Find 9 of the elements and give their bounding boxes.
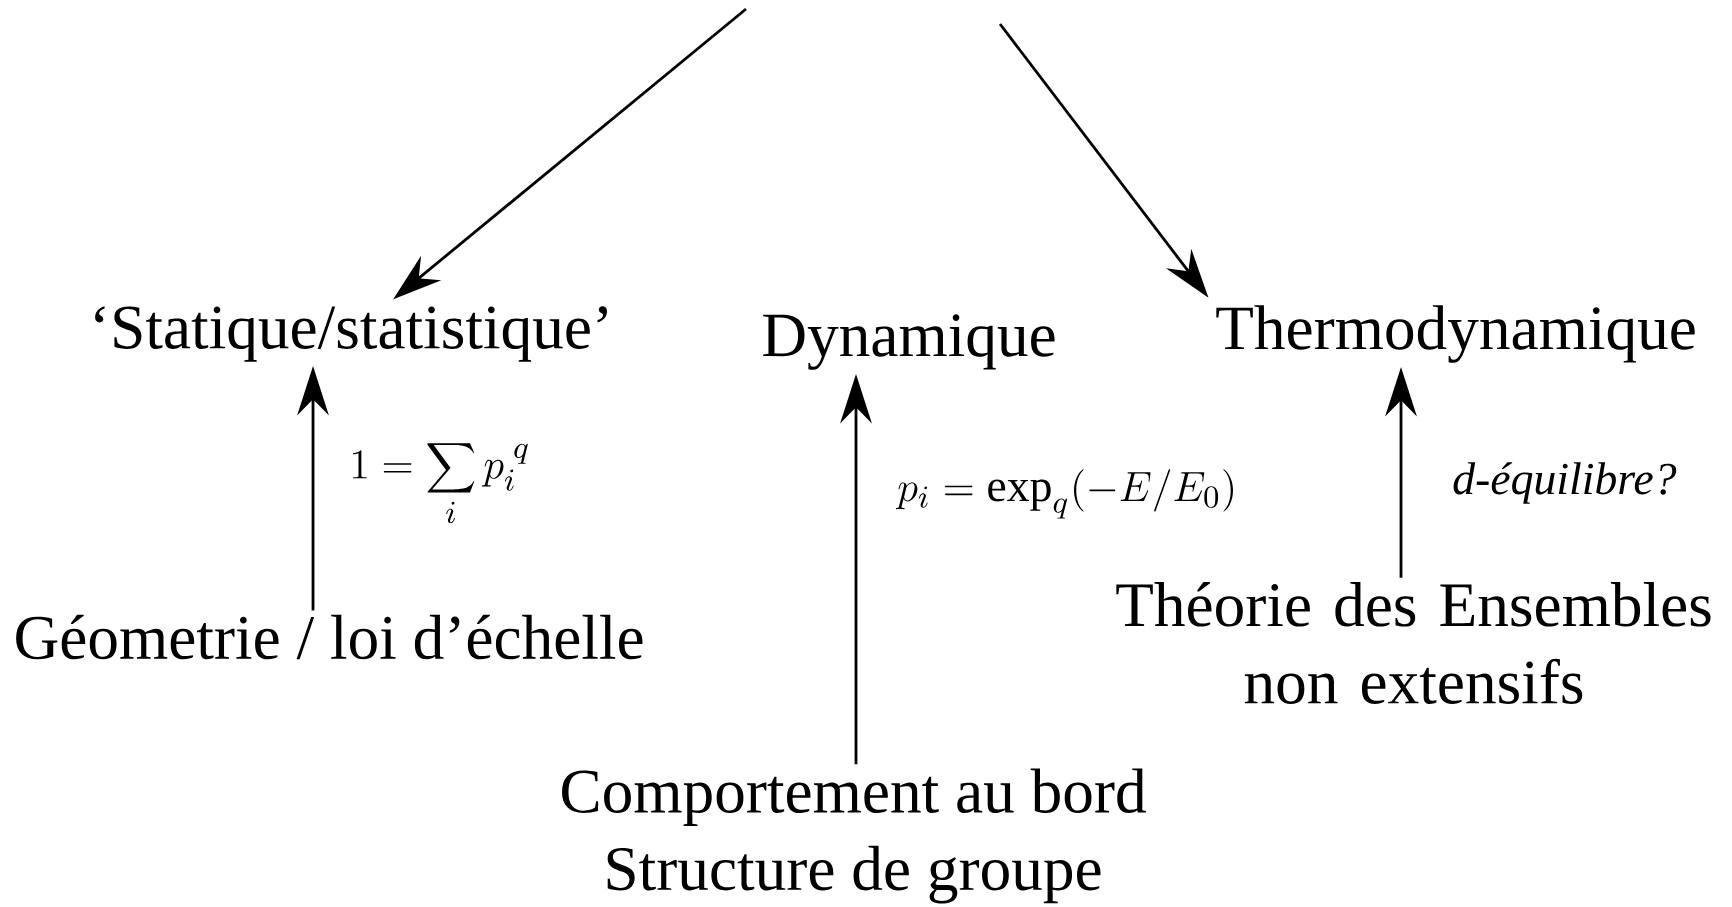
text-label: Comportement au bord Structure de groupe: [562, 768, 1146, 904]
edge-label: $1=\sum_{i} p_{i}^{\;q}$: [353, 443, 528, 524]
edge-label: $p_{i}=\exp_{q}(-E/E_{0})$: [895, 469, 1233, 519]
text-label: Géometrie / loi d’échelle: [16, 614, 643, 660]
text-label: Dynamique: [763, 314, 1055, 370]
text-label: Théorie des Ensembles non extensifs: [1116, 582, 1711, 704]
text-label: ‘Statique/statistique’: [95, 306, 607, 362]
edge-label: d-équilibre?: [1453, 462, 1677, 504]
text-label: Thermodynamique: [1216, 305, 1695, 363]
